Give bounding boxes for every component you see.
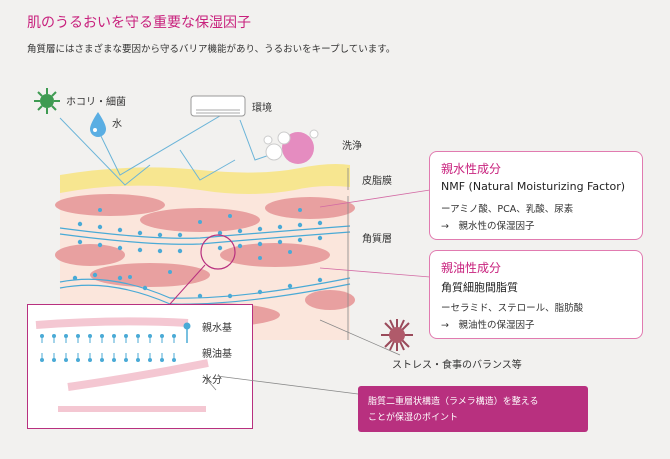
zoom-line xyxy=(169,264,206,305)
sebum-film xyxy=(60,164,350,194)
water-label: 水 xyxy=(112,119,122,130)
lipophilic-name: 角質細胞間脂質 xyxy=(441,281,518,294)
leader-lines xyxy=(319,189,431,278)
lipophilic-heading: 親油性成分 xyxy=(441,261,502,275)
hydrophilic-detail: ーアミノ酸、PCA、乳酸、尿素 xyxy=(441,204,574,215)
hydrophilic-group-label: 親水基 xyxy=(202,323,232,334)
hydrophilic-result: → 親水性の保湿因子 xyxy=(441,221,535,232)
stress-icon xyxy=(381,319,413,351)
lipophilic-box: 親油性成分 角質細胞間脂質 ーセラミド、ステロール、脂肪酸 → 親油性の保湿因子 xyxy=(429,250,643,339)
lipophilic-detail: ーセラミド、ステロール、脂肪酸 xyxy=(441,303,584,314)
sebum-layer-label: 皮脂膜 xyxy=(362,176,392,187)
water-drop-icon xyxy=(90,112,106,137)
lamellar-inset: 親水基 親油基 水分 xyxy=(27,304,253,429)
callout-pointer xyxy=(216,375,359,395)
lipophilic-group-label: 親油基 xyxy=(202,349,232,360)
hydrophilic-name: NMF (Natural Moisturizing Factor) xyxy=(441,180,626,193)
lipid-dots xyxy=(72,208,323,320)
zoom-circle xyxy=(200,234,236,270)
washing-label: 洗浄 xyxy=(342,141,362,152)
page-subtitle: 角質層にはさまざまな要因から守るバリア機能があり、うるおいをキープしています。 xyxy=(27,44,396,55)
callout-line-1: 脂質二重層状構造（ラメラ構造）を整える xyxy=(368,397,539,407)
dust-label: ホコリ・細菌 xyxy=(66,97,126,108)
page-title: 肌のうるおいを守る重要な保湿因子 xyxy=(27,15,251,31)
air-conditioner-icon xyxy=(190,95,246,117)
hydrophilic-heading: 親水性成分 xyxy=(441,162,502,176)
stress-leader xyxy=(319,319,401,356)
stress-label: ストレス・食事のバランス等 xyxy=(392,360,522,371)
callout-line-2: ことが保湿のポイント xyxy=(368,413,459,423)
stratum-corneum-label: 角質層 xyxy=(362,234,392,245)
environment-label: 環境 xyxy=(252,103,272,114)
water-content-label: 水分 xyxy=(202,375,222,386)
virus-icon xyxy=(34,88,60,114)
lamellar-structure xyxy=(35,317,217,412)
lipophilic-result: → 親油性の保湿因子 xyxy=(441,320,535,331)
callout-box: 脂質二重層状構造（ラメラ構造）を整える ことが保湿のポイント xyxy=(358,386,588,432)
foam-icon xyxy=(263,129,319,164)
hydrophilic-box: 親水性成分 NMF (Natural Moisturizing Factor) … xyxy=(429,151,643,240)
